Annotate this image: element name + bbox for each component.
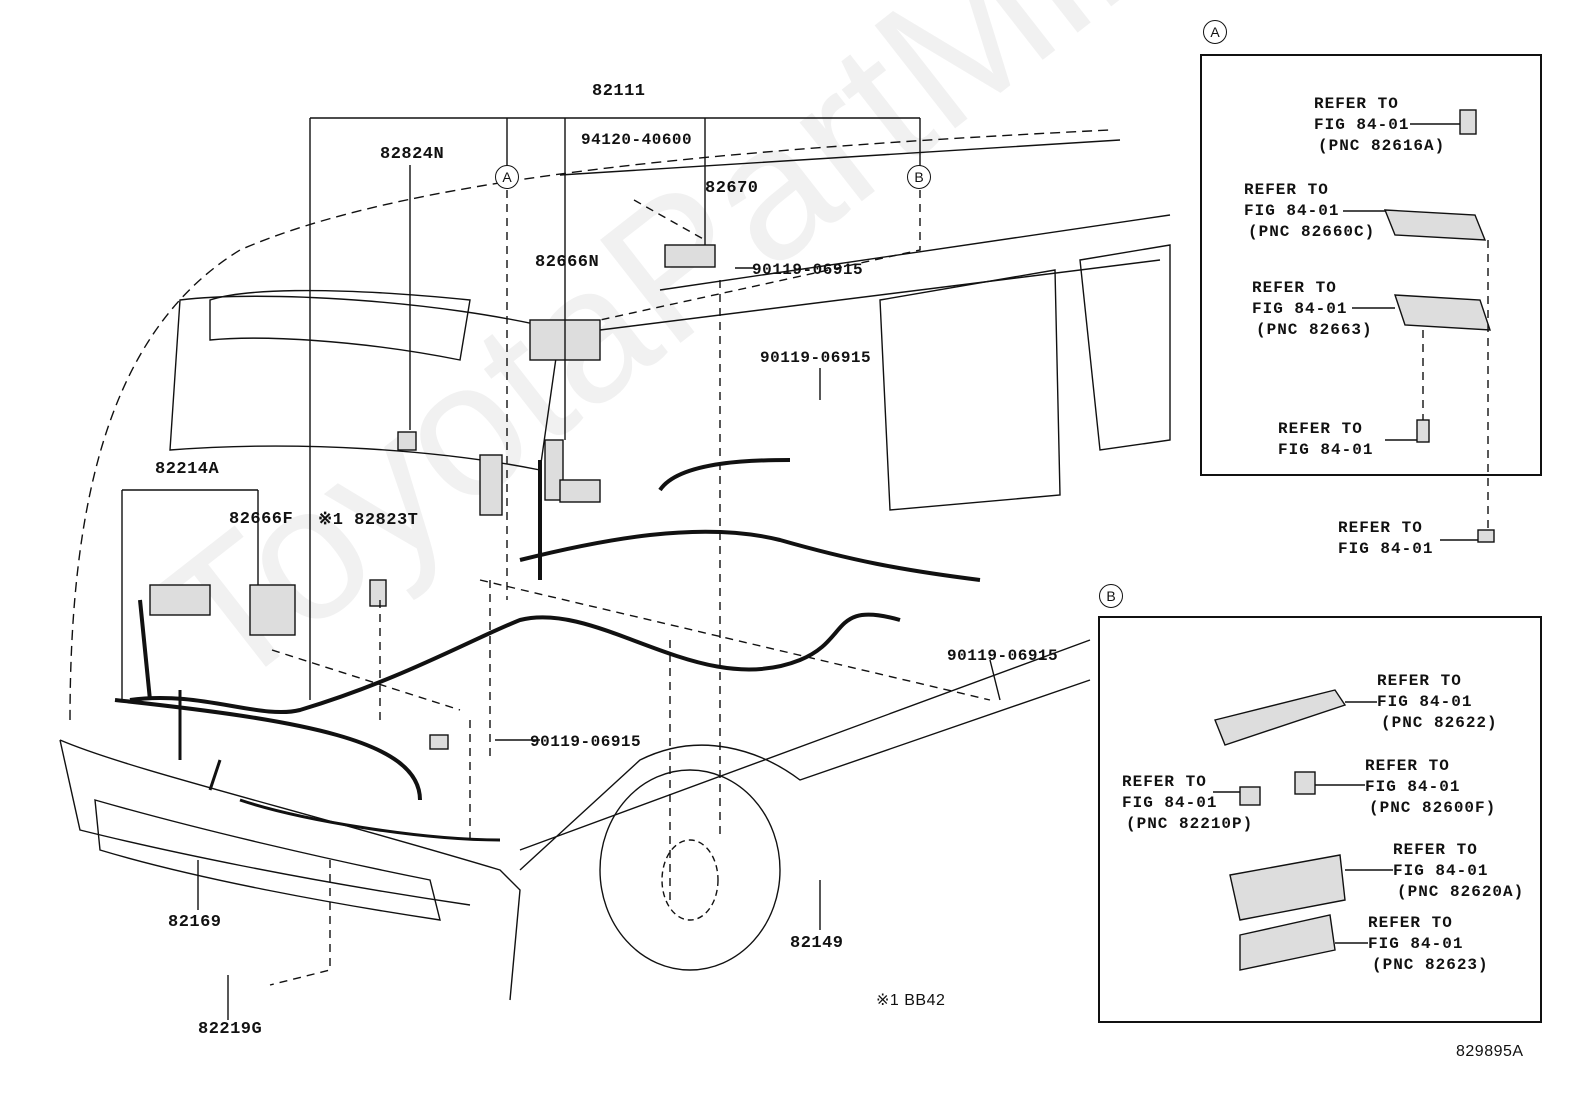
bolt-label-4: 90119-06915 <box>530 733 642 751</box>
dashed-guides <box>269 190 991 986</box>
windshield <box>169 295 561 471</box>
refer-line: REFER TO <box>1365 757 1450 775</box>
refer-line: REFER TO <box>1338 519 1423 537</box>
main-harness <box>114 458 981 801</box>
refer-line: FIG 84-01 <box>1252 300 1348 318</box>
side-windows <box>879 244 1171 511</box>
refer-line: (PNC 82600F) <box>1369 799 1497 817</box>
box-a-refer-to-4: REFER TO FIG 84-01 <box>1278 419 1373 461</box>
refer-line: REFER TO <box>1252 279 1337 297</box>
box-a-dashed <box>1422 240 1489 530</box>
refer-line: REFER TO <box>1122 773 1207 791</box>
refer-line: (PNC 82616A) <box>1318 137 1446 155</box>
front-face <box>59 739 521 1001</box>
refer-line: (PNC 82210P) <box>1126 815 1254 833</box>
box-a-refer-to-1: REFER TO FIG 84-01 (PNC 82616A) <box>1314 94 1445 157</box>
refer-line: FIG 84-01 <box>1393 862 1489 880</box>
refer-line: (PNC 82620A) <box>1397 883 1525 901</box>
part-82149: 82149 <box>790 934 844 953</box>
refer-line: (PNC 82660C) <box>1248 223 1376 241</box>
refer-line: FIG 84-01 <box>1365 778 1461 796</box>
box-b-refer-to-4: REFER TO FIG 84-01 (PNC 82620A) <box>1393 840 1524 903</box>
box-a-refer-to-5: REFER TO FIG 84-01 <box>1338 518 1433 560</box>
box-b-title: B <box>1099 584 1123 608</box>
box-a-parts <box>1383 109 1495 543</box>
part-82824N: 82824N <box>380 145 445 164</box>
refer-line: FIG 84-01 <box>1278 441 1374 459</box>
refer-line: FIG 84-01 <box>1244 202 1340 220</box>
rear-window <box>209 289 471 361</box>
bumper <box>94 799 441 921</box>
box-b-refer-to-3: REFER TO FIG 84-01 (PNC 82600F) <box>1365 756 1496 819</box>
refer-line: (PNC 82663) <box>1256 321 1373 339</box>
refer-line: REFER TO <box>1278 420 1363 438</box>
refer-line: REFER TO <box>1393 841 1478 859</box>
part-94120-40600: 94120-40600 <box>581 131 693 149</box>
refer-line: REFER TO <box>1314 95 1399 113</box>
part-82169: 82169 <box>168 913 222 932</box>
box-a-refer-to-3: REFER TO FIG 84-01 (PNC 82663) <box>1252 278 1373 341</box>
refer-line: FIG 84-01 <box>1122 794 1218 812</box>
part-82111: 82111 <box>592 82 646 101</box>
part-82219G: 82219G <box>198 1020 263 1039</box>
refer-line: REFER TO <box>1377 672 1462 690</box>
refer-line: REFER TO <box>1244 181 1329 199</box>
box-a-leaders <box>1343 123 1478 541</box>
leader-lines <box>121 117 1001 1020</box>
box-b-refer-to-1: REFER TO FIG 84-01 (PNC 82622) <box>1377 671 1498 734</box>
refer-line: (PNC 82623) <box>1372 956 1489 974</box>
refer-line: FIG 84-01 <box>1368 935 1464 953</box>
part-82214A: 82214A <box>155 460 220 479</box>
part-82670: 82670 <box>705 179 759 198</box>
van-roof-line <box>559 139 1171 331</box>
front-harness <box>178 690 501 842</box>
refer-line: FIG 84-01 <box>1377 693 1473 711</box>
van-body-outline <box>69 129 1111 721</box>
callout-b: B <box>907 165 931 189</box>
part-82823T: ※1 82823T <box>318 511 419 530</box>
figure-id: 829895A <box>1456 1043 1524 1060</box>
footnote-bb42: ※1 BB42 <box>876 992 946 1009</box>
part-82666N: 82666N <box>535 253 600 272</box>
front-wheel-hub <box>661 839 719 921</box>
refer-line: FIG 84-01 <box>1314 116 1410 134</box>
box-b-leaders <box>1213 701 1393 944</box>
detail-box-a <box>1200 54 1542 476</box>
refer-line: FIG 84-01 <box>1338 540 1434 558</box>
box-b-refer-to-2: REFER TO FIG 84-01 (PNC 82210P) <box>1122 772 1253 835</box>
bolt-label-2: 90119-06915 <box>760 349 872 367</box>
front-wheel <box>599 769 781 971</box>
box-b-refer-to-5: REFER TO FIG 84-01 (PNC 82623) <box>1368 913 1489 976</box>
refer-line: REFER TO <box>1368 914 1453 932</box>
box-b-parts <box>1214 689 1347 971</box>
relay-blocks <box>149 244 716 750</box>
box-a-refer-to-2: REFER TO FIG 84-01 (PNC 82660C) <box>1244 180 1375 243</box>
bolt-label-3: 90119-06915 <box>947 647 1059 665</box>
callout-a: A <box>495 165 519 189</box>
refer-line: (PNC 82622) <box>1381 714 1498 732</box>
box-a-title: A <box>1203 20 1227 44</box>
detail-box-b <box>1098 616 1542 1023</box>
bolt-label-1: 90119-06915 <box>752 261 864 279</box>
part-82666F: 82666F <box>229 510 294 529</box>
